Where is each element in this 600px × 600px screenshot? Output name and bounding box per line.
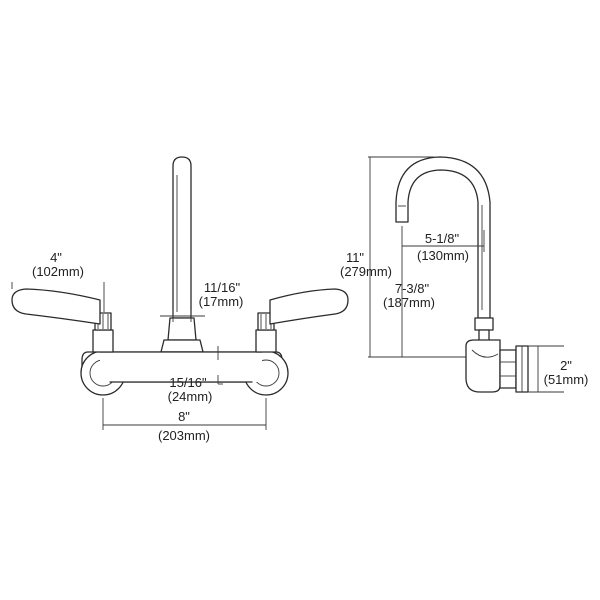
side-spout [395, 156, 491, 319]
inlet-diameter-inches: 15/16" [169, 375, 207, 390]
spout-reach-mm: (130mm) [417, 248, 469, 263]
wall-projection-mm: (51mm) [544, 372, 589, 387]
front-spout [172, 156, 192, 319]
handle-length-inches: 4" [50, 250, 62, 265]
overall-height-inches: 11" [346, 250, 364, 265]
side-body [465, 339, 501, 393]
left-valve [92, 329, 114, 353]
left-handle [11, 288, 101, 325]
right-valve [255, 329, 277, 353]
right-handle [269, 288, 349, 325]
centers-mm: (203mm) [158, 428, 210, 443]
side-coupling [499, 349, 517, 389]
spout-height-inches: 7-3/8" [395, 281, 430, 296]
side-body-contour [471, 349, 499, 358]
inlet-diameter-mm: (24mm) [168, 389, 213, 404]
side-view: 11" (279mm) 7-3/8" (187mm) 5-1/8" (130mm… [340, 156, 589, 393]
centers-inches: 8" [178, 409, 190, 424]
spout-collar [167, 317, 197, 341]
handle-length-mm: (102mm) [32, 264, 84, 279]
spout-base [160, 339, 204, 353]
spout-diameter-mm: (17mm) [199, 294, 244, 309]
side-spout-nut [474, 317, 494, 331]
spout-height-mm: (187mm) [383, 295, 435, 310]
front-view: ELKAY 4" (102mm) 11/ [11, 156, 349, 443]
faucet-body-front [100, 352, 262, 382]
wall-projection-inches: 2" [560, 358, 572, 373]
spout-reach-inches: 5-1/8" [425, 231, 460, 246]
spout-diameter-inches: 11/16" [204, 280, 241, 295]
overall-height-mm: (279mm) [340, 264, 392, 279]
